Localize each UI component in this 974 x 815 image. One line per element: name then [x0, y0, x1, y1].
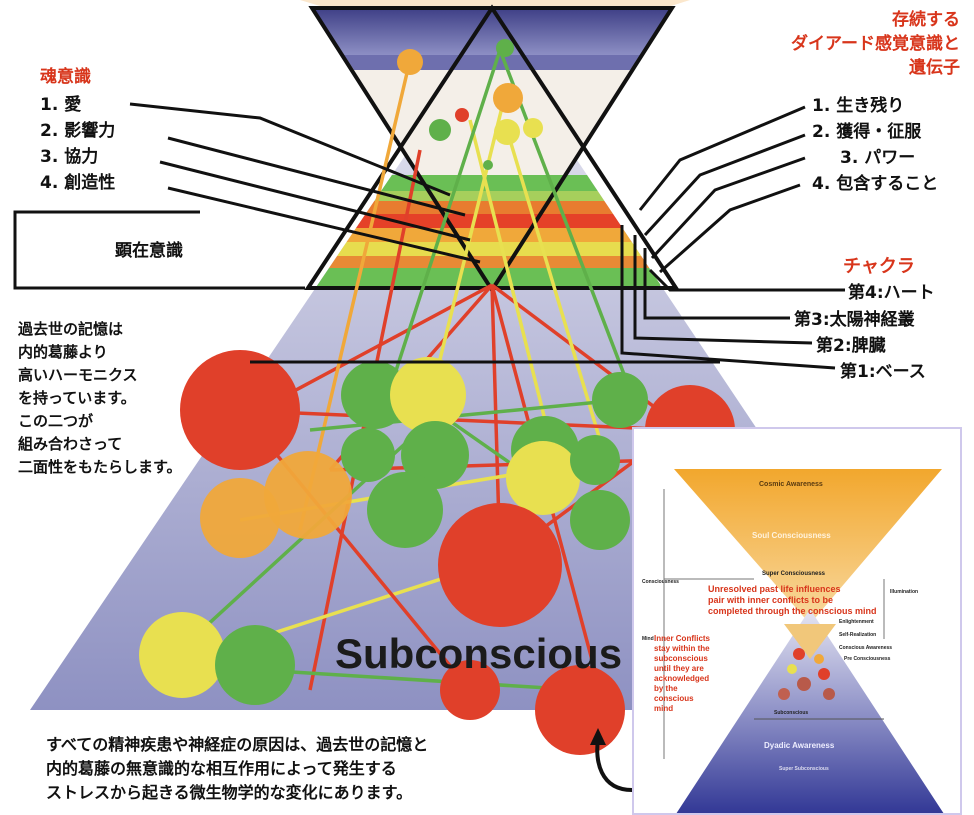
chakra-item-2: 第2:脾臓	[816, 336, 886, 356]
inset-mind: Mind	[642, 636, 654, 642]
inset-diagram: Cosmic Awareness Soul Consciousness Supe…	[632, 427, 962, 815]
inset-self-realization: Self-Realization	[839, 632, 877, 638]
bottom-note: すべての精神疾患や神経症の原因は、過去世の記憶と 内的葛藤の無意識的な相互作用に…	[46, 735, 429, 802]
inset-illumination: Illumination	[890, 589, 919, 595]
inset-dyadic: Dyadic Awareness	[764, 741, 835, 750]
chakra-item-4: 第4:ハート	[848, 283, 935, 303]
dyadic-item: 2. 獲得・征服	[812, 122, 922, 142]
inset-consciousness: Consciousness	[642, 579, 679, 585]
subconscious-label: Subconscious	[335, 630, 623, 677]
conscious-bracket	[13, 210, 305, 290]
inset-super-consciousness: Super Consciousness	[762, 571, 826, 577]
past-life-note: 過去世の記憶は 内的葛藤より 高いハーモニクス を持っています。 この二つが 組…	[18, 320, 182, 476]
soul-band	[312, 8, 672, 55]
inset-graphic	[663, 469, 944, 813]
chakra-item-3: 第3:太陽神経叢	[794, 310, 915, 330]
chakra-title: チャクラ	[843, 256, 915, 277]
curved-arrow	[595, 739, 633, 792]
inset-cosmic: Cosmic Awareness	[759, 481, 823, 488]
dyadic-list: 1. 生き残り 2. 獲得・征服 3. パワー 4. 包含すること	[812, 93, 938, 197]
soul-leader-lines	[129, 102, 481, 264]
dyadic-item: 4. 包含すること	[812, 174, 939, 194]
conscious-label: 顕在意識	[115, 241, 183, 261]
soul-item: 4. 創造性	[40, 173, 116, 193]
soul-item: 2. 影響力	[40, 121, 116, 141]
dyadic-item: 1. 生き残り	[812, 96, 905, 116]
chakra-leader-lines	[620, 225, 845, 370]
inset-soul: Soul Consciousness	[752, 531, 831, 540]
inset-unresolved: Unresolved past life influences pair wit…	[708, 584, 877, 616]
soul-nodes	[397, 39, 543, 170]
soul-title: 魂意識	[40, 67, 91, 87]
arrow-head	[590, 728, 606, 745]
dyadic-title: 存続する ダイアード感覚意識と 遺伝子	[791, 10, 960, 78]
inset-inner-conflicts: Inner Conflicts stay within the subconsc…	[654, 634, 711, 713]
soul-item: 3. 協力	[40, 147, 99, 167]
dyadic-item: 3. パワー	[840, 148, 916, 168]
inset-enlightenment: Enlightenment	[839, 619, 874, 625]
soul-list: 1. 愛 2. 影響力 3. 協力 4. 創造性	[40, 92, 115, 196]
chakra-item-1: 第1:ベース	[840, 362, 926, 382]
inset-conscious-awareness: Conscious Awareness	[839, 645, 893, 651]
inset-subconscious: Subconscious	[774, 710, 809, 716]
dyadic-leader-lines	[638, 105, 806, 274]
soul-item: 1. 愛	[40, 95, 82, 115]
inset-pre-consciousness: Pre Consciousness	[844, 656, 891, 662]
inset-super-subconscious: Super Subconscious	[779, 766, 829, 772]
